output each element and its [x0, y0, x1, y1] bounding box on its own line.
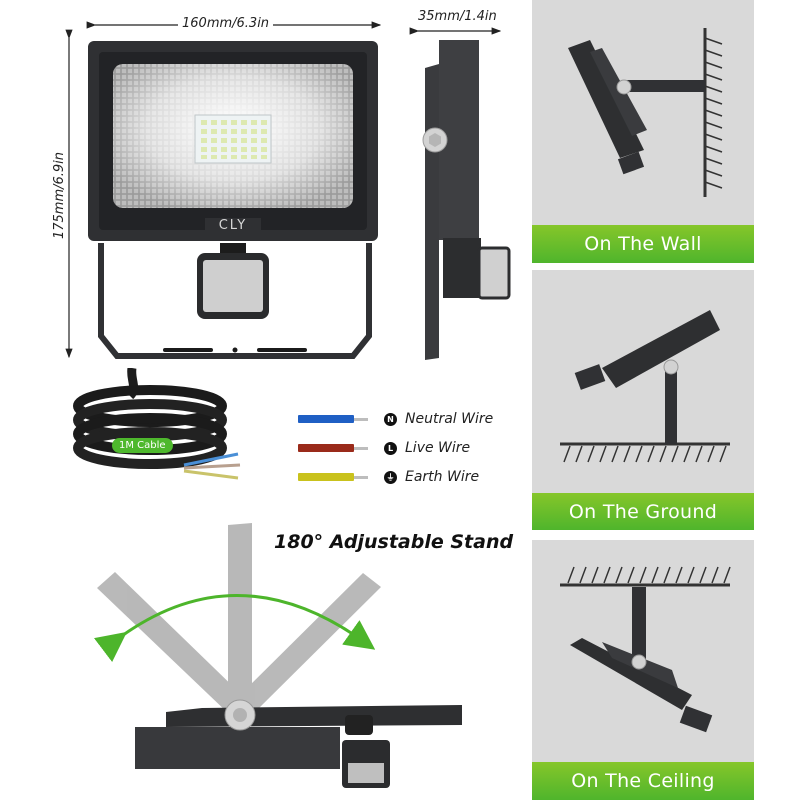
floodlight-front-view	[88, 41, 378, 359]
rotation-arc-arrow	[93, 594, 376, 663]
earth-wire-swatch	[298, 473, 354, 481]
adjustable-stand-diagram	[93, 523, 462, 788]
live-symbol-icon: L	[384, 441, 397, 455]
mount-label-ceiling: On The Ceiling	[532, 762, 754, 800]
neutral-wire-label: Neutral Wire	[405, 411, 494, 427]
mount-panel-ceiling: On The Ceiling	[532, 540, 754, 800]
width-label: 160mm/6.3in	[178, 16, 274, 31]
wall-mount-illustration	[568, 28, 723, 197]
earth-wire-label: Earth Wire	[405, 469, 480, 485]
stand-title: 180° Adjustable Stand	[274, 531, 514, 553]
wire-legend-earth: ⏚ Earth Wire	[298, 468, 479, 486]
ceiling-mount-illustration	[560, 566, 731, 733]
neutral-wire-swatch	[298, 415, 354, 423]
mount-panel-ground: On The Ground	[532, 270, 754, 530]
cable-length-badge: 1M Cable	[112, 438, 173, 453]
wire-legend-live: L Live Wire	[298, 439, 470, 457]
earth-symbol-icon: ⏚	[384, 470, 397, 484]
led-array	[201, 120, 267, 159]
live-wire-label: Live Wire	[405, 440, 471, 456]
mount-panel-wall: On The Wall	[532, 0, 754, 263]
mount-label-wall: On The Wall	[532, 225, 754, 263]
depth-label: 35mm/1.4in	[418, 9, 497, 24]
height-label: 175mm/6.9in	[52, 147, 68, 244]
live-wire-swatch	[298, 444, 354, 452]
mount-label-ground: On The Ground	[532, 493, 754, 530]
neutral-symbol-icon: N	[384, 412, 397, 426]
wire-legend-neutral: N Neutral Wire	[298, 410, 493, 428]
ground-mount-illustration	[560, 310, 730, 463]
brand-logo: CLY	[205, 218, 261, 233]
cable-coil	[73, 368, 241, 480]
floodlight-side-view	[422, 40, 511, 360]
